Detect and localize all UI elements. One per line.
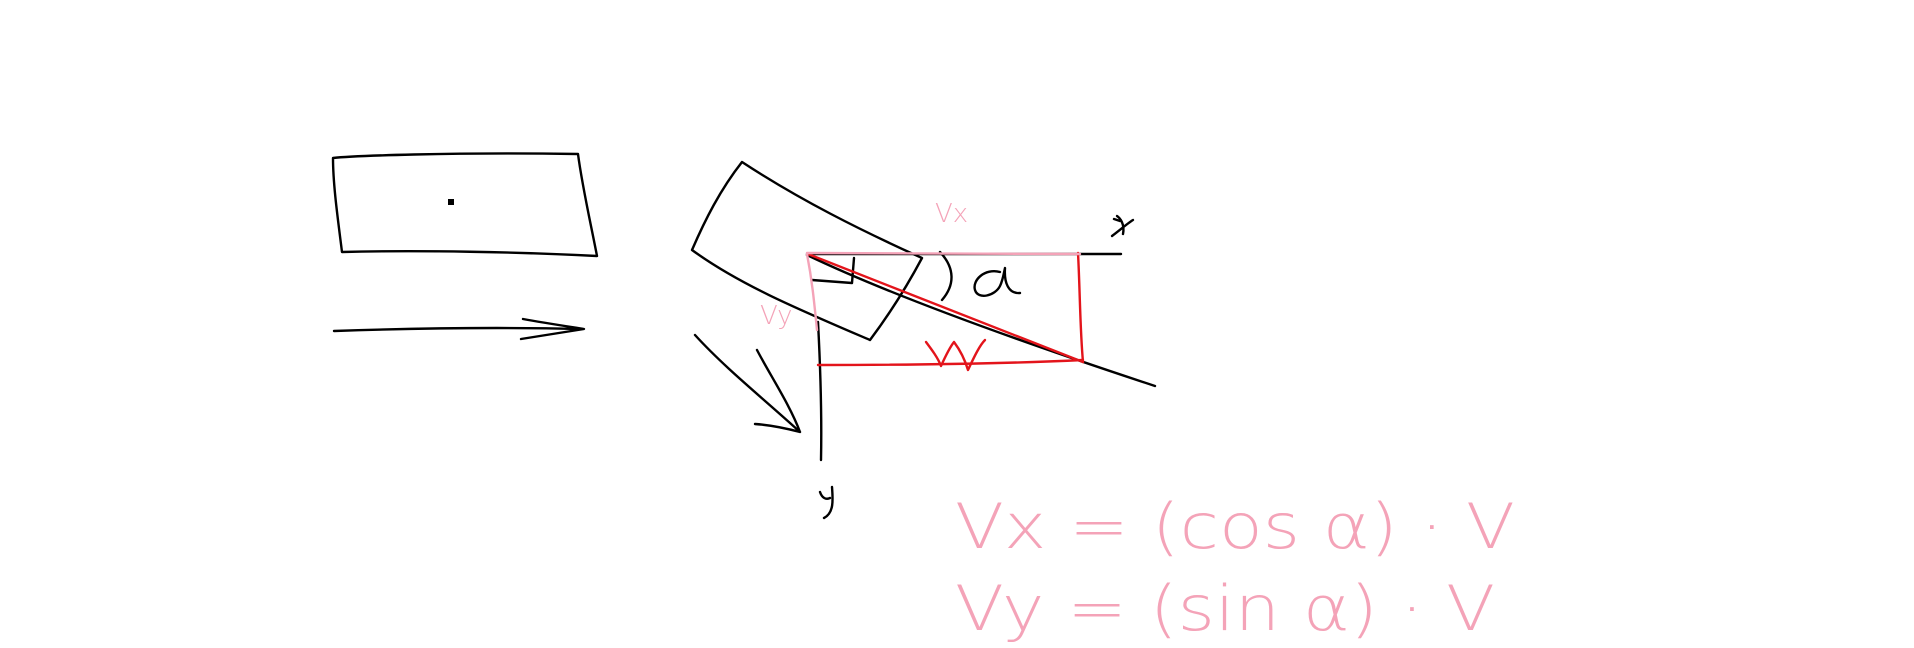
angle-arc [938, 250, 953, 302]
formula-vx: Vx = (cos α) · V [955, 490, 1515, 563]
velocity-vector-v [806, 252, 1085, 364]
label-vy: Vy [760, 301, 792, 331]
x-axis-label-glyph [1110, 214, 1135, 238]
y-axis [816, 320, 823, 462]
alpha-symbol [973, 266, 1022, 297]
vy-component [805, 252, 819, 332]
tilted-rectangle [690, 160, 924, 342]
vx-component [805, 251, 1082, 256]
rotation-arrow [693, 333, 802, 434]
v-label-glyph [924, 338, 987, 372]
motion-arrow [332, 317, 586, 341]
direction-line [805, 253, 1157, 388]
formula-vy: Vy = (sin α) · V [955, 572, 1495, 645]
object-rectangle [331, 152, 599, 258]
vx-box-right [1076, 251, 1085, 364]
center-dot [448, 199, 454, 205]
label-vx: Vx [935, 199, 968, 229]
vx-box-bottom [816, 358, 1085, 367]
right-angle-marker [810, 256, 856, 285]
y-axis-label-glyph [818, 485, 834, 520]
